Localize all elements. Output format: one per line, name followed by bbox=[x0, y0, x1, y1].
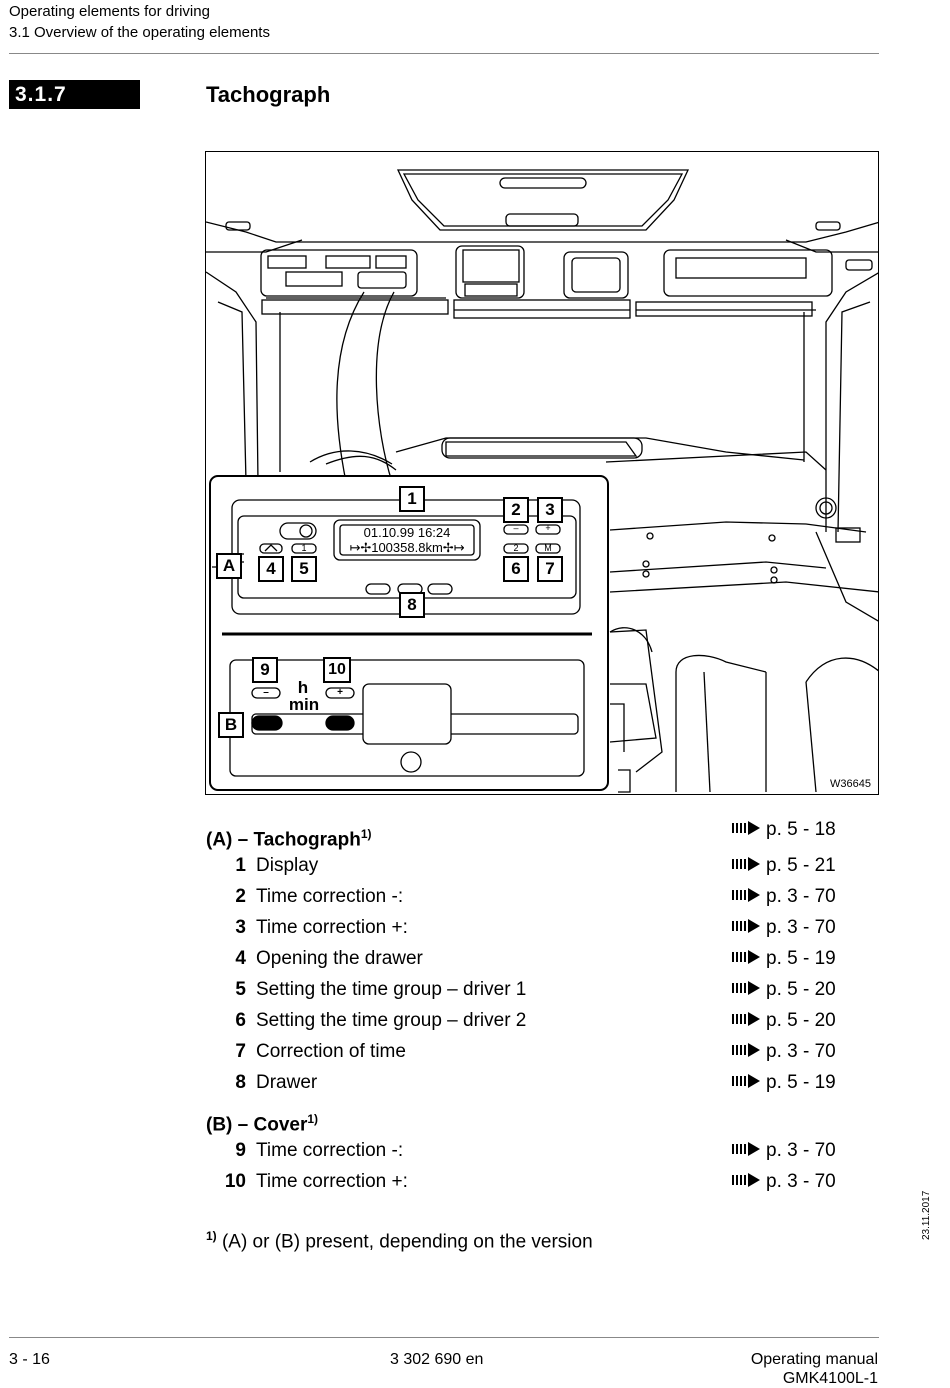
reference-arrow-icon bbox=[732, 1141, 760, 1156]
reference-arrow-icon bbox=[732, 820, 760, 835]
callout-9: 9 bbox=[252, 657, 278, 683]
group-b-heading: (B) – Cover1) bbox=[206, 1112, 319, 1136]
footnote: 1) (A) or (B) present, depending on the … bbox=[206, 1229, 593, 1253]
list-item-ref: p. 5 - 20 bbox=[732, 978, 836, 1002]
reference-arrow-icon bbox=[732, 1073, 760, 1088]
reference-arrow-icon bbox=[732, 1011, 760, 1026]
chapter-title: Operating elements for driving bbox=[9, 3, 210, 20]
manual-model: GMK4100L-1 bbox=[782, 1370, 878, 1387]
driver1-key-glyph: 1 bbox=[301, 543, 307, 553]
group-a-ref: p. 5 - 18 bbox=[732, 818, 836, 842]
reference-arrow-icon bbox=[732, 918, 760, 933]
tachograph-figure: – + 1 2 M – + 01.10.99 16:24 ↦✢100358.8k… bbox=[205, 151, 879, 795]
cab-interior-drawing bbox=[206, 169, 878, 793]
minute-label: min bbox=[288, 695, 320, 714]
footer-divider bbox=[9, 1337, 879, 1338]
reference-arrow-icon bbox=[732, 856, 760, 871]
minus-key-glyph: – bbox=[513, 523, 519, 533]
callout-3: 3 bbox=[537, 497, 563, 523]
header-divider bbox=[9, 53, 879, 54]
callout-group-b: B bbox=[218, 712, 244, 738]
callout-5: 5 bbox=[291, 556, 317, 582]
display-line-1: 01.10.99 16:24 bbox=[363, 525, 451, 540]
callout-8: 8 bbox=[399, 592, 425, 618]
callout-2: 2 bbox=[503, 497, 529, 523]
list-item-ref: p. 3 - 70 bbox=[732, 916, 836, 940]
group-a-heading: (A) – Tachograph1) bbox=[206, 827, 372, 851]
manual-title: Operating manual bbox=[750, 1351, 878, 1368]
list-item-ref: p. 3 - 70 bbox=[732, 1040, 836, 1064]
callout-4: 4 bbox=[258, 556, 284, 582]
page-number: 3 - 16 bbox=[9, 1351, 50, 1368]
section-breadcrumb: 3.1 Overview of the operating elements bbox=[9, 24, 270, 41]
list-item-ref: p. 3 - 70 bbox=[732, 1139, 836, 1163]
list-item-ref: p. 5 - 19 bbox=[732, 947, 836, 971]
m-key-glyph: M bbox=[544, 543, 552, 553]
list-item-ref: p. 5 - 19 bbox=[732, 1071, 836, 1095]
reference-arrow-icon bbox=[732, 1042, 760, 1057]
section-title: Tachograph bbox=[206, 82, 331, 107]
reference-arrow-icon bbox=[732, 1172, 760, 1187]
callout-10: 10 bbox=[323, 657, 351, 683]
reference-arrow-icon bbox=[732, 949, 760, 964]
callout-7: 7 bbox=[537, 556, 563, 582]
document-number: 3 302 690 en bbox=[390, 1351, 484, 1368]
list-item-ref: p. 3 - 70 bbox=[732, 885, 836, 909]
reference-arrow-icon bbox=[732, 980, 760, 995]
list-item-ref: p. 3 - 70 bbox=[732, 1170, 836, 1194]
callout-1: 1 bbox=[399, 486, 425, 512]
callout-group-a: A bbox=[216, 553, 242, 579]
cover-minus-key-glyph: – bbox=[263, 687, 269, 698]
cover-plus-key-glyph: + bbox=[337, 687, 343, 698]
list-item-ref: p. 5 - 21 bbox=[732, 854, 836, 878]
figure-id: W36645 bbox=[830, 778, 871, 790]
revision-date: 23.11.2017 bbox=[921, 1190, 932, 1240]
display-line-2: ↦✢100358.8km✢↦ bbox=[349, 540, 465, 555]
reference-arrow-icon bbox=[732, 887, 760, 902]
driver2-key-glyph: 2 bbox=[513, 543, 519, 553]
plus-key-glyph: + bbox=[545, 523, 551, 533]
list-item-ref: p. 5 - 20 bbox=[732, 1009, 836, 1033]
callout-6: 6 bbox=[503, 556, 529, 582]
section-number: 3.1.7 bbox=[9, 80, 140, 109]
hour-label: h bbox=[297, 678, 309, 697]
